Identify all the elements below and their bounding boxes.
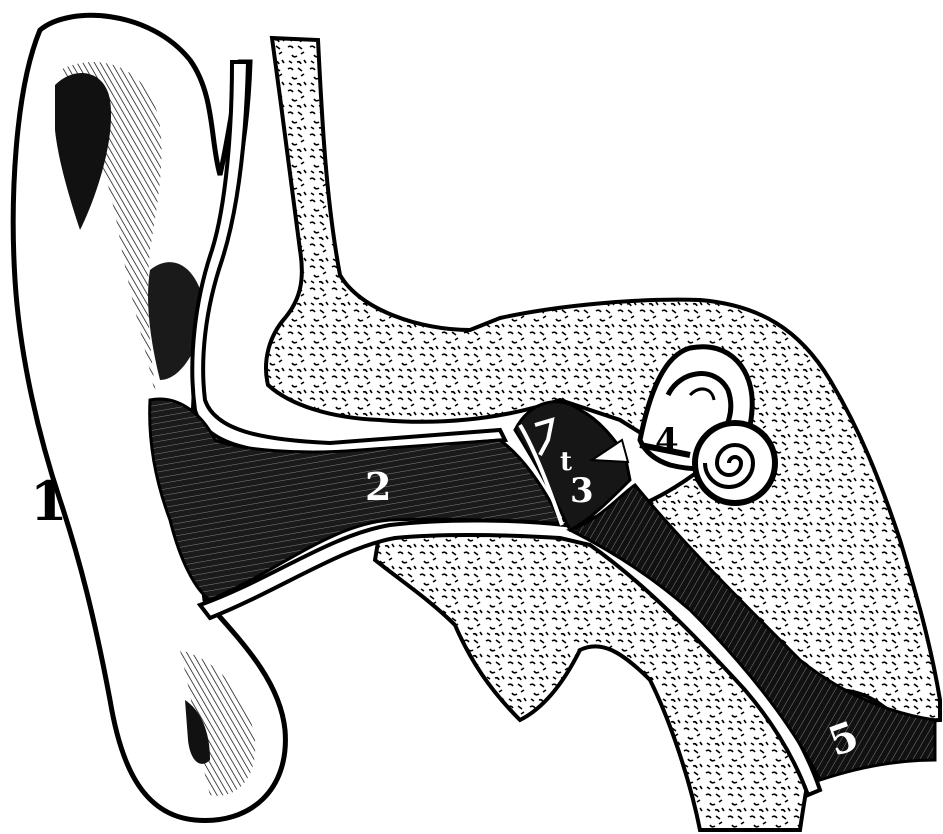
label-inner-ear: 4 (655, 421, 679, 461)
label-outer-ear: 1 (30, 469, 68, 533)
label-ear-canal: 2 (365, 464, 391, 509)
label-middle-ear: 3 (570, 471, 594, 511)
